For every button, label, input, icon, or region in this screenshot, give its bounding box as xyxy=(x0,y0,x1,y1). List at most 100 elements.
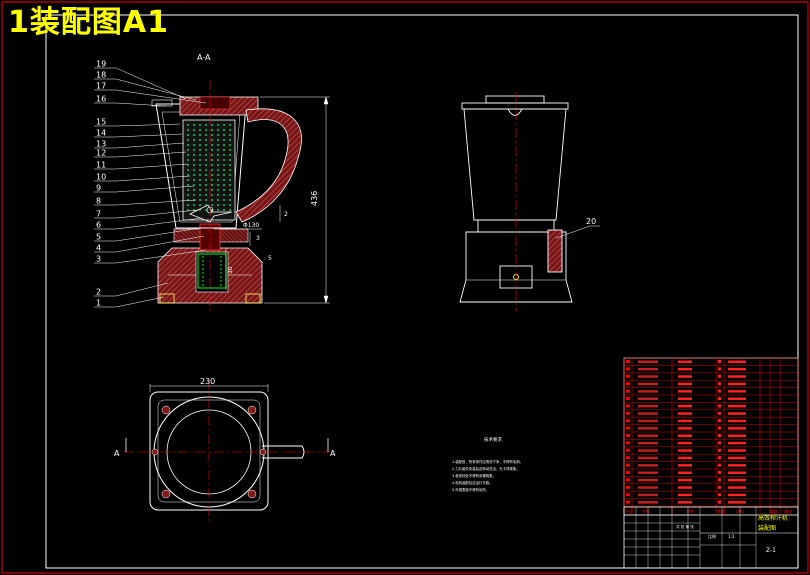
bom-cell-material xyxy=(728,404,746,408)
bom-cell-no xyxy=(626,411,630,415)
tech-note-5: 5.外观表面不得有划伤。 xyxy=(452,487,489,492)
bom-cell-material xyxy=(728,501,746,504)
bom-cell-material xyxy=(728,471,746,474)
bom-cell-name xyxy=(678,464,692,467)
filter-basket xyxy=(182,119,236,221)
bom-cell-material xyxy=(728,360,746,363)
bom-cell-name xyxy=(678,397,692,400)
bom-cell-no xyxy=(626,493,630,497)
leader-line-18 xyxy=(115,78,197,101)
leader-line-9 xyxy=(115,185,195,193)
part-label-20: 20 xyxy=(586,217,596,226)
part-label-6: 6 xyxy=(96,221,101,230)
bom-cell-qty xyxy=(718,471,721,474)
bom-cell-material xyxy=(728,449,746,452)
bom-cell-material xyxy=(728,412,746,415)
leader-line-10 xyxy=(115,175,191,182)
handle-outer xyxy=(235,108,302,223)
bom-cell-no xyxy=(626,448,630,452)
leader-line-12 xyxy=(115,151,187,158)
bom-cell-material xyxy=(728,382,746,386)
bom-cell-qty xyxy=(718,367,721,371)
bom-cell-name xyxy=(678,390,692,393)
bom-cell-no xyxy=(626,500,630,504)
part-label-17: 17 xyxy=(96,82,106,91)
front-spout xyxy=(507,108,523,116)
leader-line-16 xyxy=(115,102,167,107)
bom-cell-no xyxy=(626,389,630,393)
front-switch-plate xyxy=(499,265,533,289)
bom-cell-no xyxy=(626,397,630,400)
bom-cell-no xyxy=(626,419,630,423)
leader-line-4 xyxy=(115,235,205,253)
leader-line-11 xyxy=(115,163,189,170)
bom-cell-qty xyxy=(718,463,721,467)
top-view: 230 A A xyxy=(114,377,336,522)
leader-line-5 xyxy=(115,227,201,242)
bom-cell-material xyxy=(728,434,746,437)
filter-mesh xyxy=(187,124,231,214)
bom-cell-qty xyxy=(718,404,721,408)
bom-cell-name xyxy=(678,471,692,474)
drawing-name: 装配图 xyxy=(758,524,776,532)
bom-cell-material xyxy=(728,493,746,497)
cut-label-l: A xyxy=(114,449,120,458)
bom-cell-name xyxy=(678,382,692,386)
bom-cell-name xyxy=(678,367,692,371)
bom-cell-material xyxy=(728,375,746,378)
bom-cell-code xyxy=(638,404,658,408)
top-foot-bl xyxy=(161,489,171,499)
part-label-8: 8 xyxy=(96,197,101,206)
bom-cell-qty xyxy=(718,411,721,415)
bom-cell-name xyxy=(678,412,692,415)
bom-cell-name xyxy=(678,493,692,497)
top-foot-tr xyxy=(247,405,257,415)
sheet-title: 1装配图A1 xyxy=(8,5,169,40)
part-label-14: 14 xyxy=(96,129,106,138)
bom-cell-no xyxy=(626,441,630,445)
bom-cell-code xyxy=(638,456,658,460)
bom-cell-code xyxy=(638,434,658,437)
tech-note-4: 4.电机装配后应运行平稳。 xyxy=(452,480,493,485)
tech-note-2: 2.刀片组件安装后应转动灵活，无卡滞现象。 xyxy=(452,466,520,471)
leader-line-1 xyxy=(115,296,165,308)
bom-cell-code xyxy=(638,449,658,452)
part-label-7: 7 xyxy=(96,210,101,219)
part-label-9: 9 xyxy=(96,184,101,193)
bom-cell-qty xyxy=(718,434,721,437)
bom-header-name: 名称 xyxy=(686,508,694,514)
scale-value: 1:2 xyxy=(728,534,735,539)
bom-cell-no xyxy=(626,434,630,437)
bom-cell-code xyxy=(638,397,658,400)
bom-cell-qty xyxy=(718,382,721,386)
dim-d3: 5 xyxy=(268,255,272,262)
bom-cell-code xyxy=(638,367,658,371)
blade xyxy=(189,204,233,223)
bom-cell-qty xyxy=(718,493,721,497)
part-label-4: 4 xyxy=(96,244,101,253)
leader-line-15 xyxy=(115,123,181,127)
bom-cell-no xyxy=(626,485,630,489)
dim-d4: 30 xyxy=(227,266,234,274)
bom-cell-code xyxy=(638,486,658,489)
front-lid-knob xyxy=(485,95,545,104)
top-foot-tl xyxy=(161,405,171,415)
bom-cell-code xyxy=(638,390,658,393)
title-block: 高效榨汁机 装配图 Z-1 比例 1:2 共 张 第 张 xyxy=(623,506,799,569)
bom-cell-no xyxy=(626,456,630,460)
tech-note-1: 1.装配前，所有零件应清洗干净，不得有毛刺。 xyxy=(452,459,523,464)
dim-d2: 3 xyxy=(256,235,260,242)
bom-cell-qty xyxy=(718,441,721,445)
bom-cell-name xyxy=(678,419,692,423)
bom-cell-name xyxy=(678,486,692,489)
bom-cell-material xyxy=(728,390,746,393)
bom-cell-material xyxy=(728,397,746,400)
bom-cell-name xyxy=(678,434,692,437)
bom-cell-no xyxy=(626,426,630,430)
bom-cell-no xyxy=(626,404,630,408)
pusher xyxy=(199,96,231,110)
small-dimensions xyxy=(214,205,281,290)
bom-cell-no xyxy=(626,478,630,482)
bom-cell-code xyxy=(638,412,658,415)
